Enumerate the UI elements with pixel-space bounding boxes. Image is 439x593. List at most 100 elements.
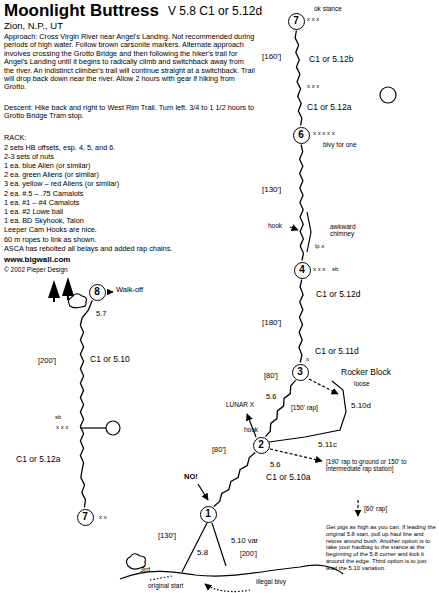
route-line [80,300,92,507]
belay-note: ok stance [314,5,342,12]
belay-number: 2 [258,440,264,450]
hook-note: hook [244,426,258,433]
copyright-text: © 2002 Pieper Design [4,266,68,273]
bolt-marks: x x x [307,83,319,90]
variation-line [269,381,346,442]
belay-number: 4 [299,265,305,275]
belay-number: 3 [297,367,303,377]
bolt-marks: x x x [307,16,319,23]
bolt-marks: x x x [56,424,68,431]
hook-note: hook [268,222,282,229]
belay-circle: 4 [294,262,311,279]
rap-line [357,500,358,516]
rap-note: [60' rap] [364,505,387,512]
rack-item: 2 ea. green Aliens (or similar) [4,171,99,179]
walk-off-note: Walk-off [116,286,143,295]
no-pointer [198,484,208,500]
belay-number: 1 [205,509,211,519]
tree-symbol [62,277,74,300]
title-text: Moonlight Buttress [4,1,159,21]
rack-item: ASCA has rebolted all belays and added r… [4,245,172,253]
pitch-length: [160'] [262,52,281,61]
belay-circle: 6 [293,127,310,144]
bolt-marks: x x [99,514,107,521]
descent-note: Descent: Hike back and right to West Rim… [4,104,256,121]
rap-note: [150' rap] [291,404,318,411]
pitch-grade: 5.8 [197,548,208,557]
approach-note: Approach: Cross Virgin River near Angel'… [4,33,256,92]
rack-heading: RACK: [4,134,26,142]
pitch-length: [130'] [262,185,281,194]
route-line [295,30,302,125]
hook-pointer [290,227,298,230]
bolt-marks: x x x [313,266,325,273]
location-text: Zion, N.P., UT [4,21,63,32]
rack-item: 1 ea. #1 – #4 Camalots [4,199,79,207]
tree-circle [106,421,120,435]
feature-note: loose [354,380,370,387]
route-line [214,453,255,507]
rack-item: 3 ea. yellow – red Aliens (or similar) [4,180,119,188]
rack-item: 2-3 sets of nuts [4,153,54,161]
belay-number: 7 [293,16,299,26]
feature-name: Rocker Block [341,368,391,378]
rack-item: Leeper Cam Hooks are nice. [4,226,97,234]
pitch-grade: 5.7 [96,310,106,319]
route-grade: V 5.8 C1 or 5.12d [168,5,262,19]
start-note: original start [148,582,183,589]
route-name: LUNAR X [226,401,254,408]
website-text: www.bigwall.com [4,255,70,264]
pitch-grade: C1 or 5.10a [266,473,310,483]
original-start-line [182,523,207,572]
pitch-length: [130'] [158,532,176,541]
pitch-grade: C1 or 5.12b [309,55,353,65]
rap-line [309,379,338,394]
pitch-grade: 5.11c [318,440,337,449]
route-line [300,145,304,261]
pitch-grade: 5.10d [351,401,371,410]
pitch-grade: C1 or 5.10 [90,355,130,365]
belay-note: sb [55,414,61,421]
pitch-grade: C1 or 5.12a [16,455,60,465]
tree-circle [380,87,396,103]
rap-note: [190' rap to ground or 150' to intermedi… [326,458,434,472]
belay-circle: 8 [89,284,106,301]
bivy-path [205,584,250,592]
pitch-grade: C1 or 5.12a [307,103,351,113]
pitch-grade: C1 or 5.11d [315,347,359,357]
pitch-length: [80'] [212,446,226,455]
belay-circle: 7 [77,509,94,526]
pitch-grade: 5.10 var [231,537,258,546]
ground-line [120,565,343,579]
lunar-x-line [247,414,256,437]
walk-off-arrow [107,291,113,292]
variation-start-line [212,523,226,566]
bolt-marks: x [306,356,309,363]
rack-item: 1 ea. blue Alien (or similar) [4,162,90,170]
belay-circle: 2 [253,437,270,454]
rack-item: 60 m ropes to link as shown. [4,236,96,244]
belay-number: 8 [94,287,100,297]
belay-number: 7 [82,512,88,522]
belay-circle: 3 [292,364,309,381]
feature-note: awkward chimney [330,223,370,238]
belay-note: sb [332,266,338,273]
rap-line [270,449,322,461]
pitch-length: [180'] [262,318,281,327]
pitch-length: [80'] [264,372,278,381]
bivy-note: illegal bivy [256,578,286,585]
belay-number: 6 [298,130,304,140]
bolt-marks: lp x [315,243,324,250]
pitch-length: [200'] [240,550,257,558]
pitch-length: [200'] [38,357,56,366]
pitch-grade: C1 or 5.12d [316,290,360,300]
warning-text: NO! [184,473,198,482]
rack-item: 1 ea. #2 Lowe ball [4,208,63,216]
pitch-grade: 5.6 [266,393,276,402]
tree-symbol [48,280,60,302]
rack-item: 1 ea. BD Skyhook, Talon [4,217,84,225]
route-line [299,279,303,362]
belay-circle: 7 [288,13,305,30]
